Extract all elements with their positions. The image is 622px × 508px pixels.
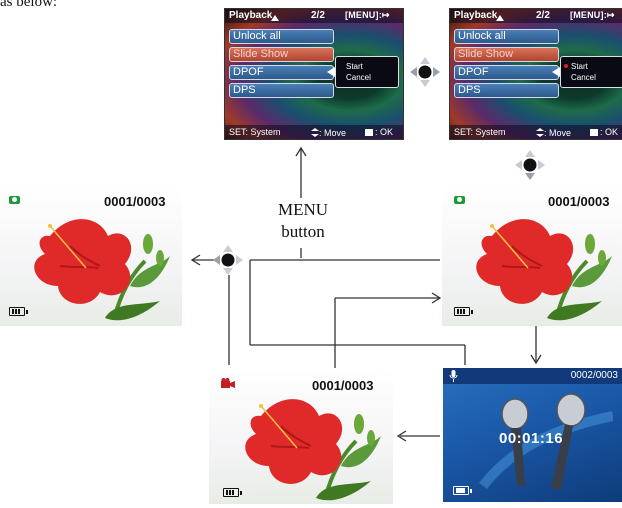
nav-pad-down-icon — [515, 150, 545, 180]
up-arrow-icon — [496, 15, 504, 21]
submenu-box: Start Cancel — [335, 56, 399, 88]
voice-counter: 0002/0003 — [570, 370, 618, 381]
ok-button-icon — [365, 129, 373, 136]
submenu-box: Start Cancel — [560, 56, 622, 88]
hibiscus-photo — [34, 219, 170, 321]
photo-screen-bottom: 0001/0003 — [209, 368, 393, 504]
submenu-cancel[interactable]: Cancel — [571, 73, 596, 82]
caption-line-2: button — [281, 222, 325, 241]
battery-icon — [453, 486, 472, 495]
menu-bottombar: SET: System : Move : OK — [225, 125, 403, 139]
menu-title: Playback — [454, 10, 498, 21]
microphones-graphic — [479, 393, 613, 490]
selected-dot-icon — [564, 64, 568, 68]
recording-timer: 00:01:16 — [499, 430, 564, 447]
menu-item-slide-show[interactable]: Slide Show — [454, 47, 559, 62]
photo-screen-right: 0001/0003 — [442, 186, 622, 326]
move-hint: : Move — [536, 127, 571, 138]
menu-item-dpof[interactable]: DPOF — [229, 65, 334, 80]
set-system-label: SET: System — [229, 127, 281, 137]
photo-counter: 0001/0003 — [312, 378, 374, 393]
battery-icon — [9, 307, 28, 316]
up-down-icon — [536, 128, 544, 137]
menu-bottombar: SET: System : Move : OK — [450, 125, 622, 139]
exit-icon: ↦ — [606, 10, 615, 20]
battery-icon — [223, 488, 242, 497]
submenu-cancel[interactable]: Cancel — [346, 73, 371, 82]
up-down-icon — [311, 128, 319, 137]
photo-screen-left: 0001/0003 — [0, 186, 182, 326]
up-arrow-icon — [271, 15, 279, 21]
menu-label: [MENU]:↦ — [570, 10, 615, 20]
header-text: as below: — [0, 0, 58, 10]
ok-button-icon — [590, 129, 598, 136]
camera-icon — [454, 196, 465, 204]
battery-icon — [454, 307, 473, 316]
playback-menu-screen-1: Playback 2/2 [MENU]:↦ Unlock all Slide S… — [224, 8, 404, 140]
video-camera-icon — [221, 378, 235, 388]
photo-counter: 0001/0003 — [548, 194, 610, 209]
ok-hint: : OK — [365, 127, 393, 137]
submenu-start[interactable]: Start — [571, 62, 588, 71]
page-indicator: 2/2 — [536, 10, 550, 21]
menu-title: Playback — [229, 10, 273, 21]
submenu-start[interactable]: Start — [346, 62, 363, 71]
page-indicator: 2/2 — [311, 10, 325, 21]
nav-pad-left-icon — [213, 245, 243, 275]
caption-line-1: MENU — [277, 200, 329, 219]
nav-pad-left-right-icon — [410, 57, 440, 87]
photo-counter: 0001/0003 — [104, 194, 166, 209]
menu-item-slide-show[interactable]: Slide Show — [229, 47, 334, 62]
menu-item-dps[interactable]: DPS — [229, 83, 334, 98]
menu-button-caption: MENU button — [268, 199, 338, 243]
menu-item-dpof[interactable]: DPOF — [454, 65, 559, 80]
submenu-pointer-icon — [327, 67, 335, 77]
hibiscus-photo — [245, 399, 381, 501]
menu-label: [MENU]:↦ — [345, 10, 390, 20]
set-system-label: SET: System — [454, 127, 506, 137]
ok-hint: : OK — [590, 127, 618, 137]
submenu-pointer-icon — [552, 67, 560, 77]
menu-topbar: Playback 2/2 [MENU]:↦ — [450, 9, 622, 23]
microphone-icon — [449, 370, 458, 382]
camera-icon — [9, 196, 20, 204]
move-hint: : Move — [311, 127, 346, 138]
menu-item-unlock-all[interactable]: Unlock all — [454, 29, 559, 44]
exit-icon: ↦ — [381, 10, 390, 20]
voice-recording-screen: 0002/0003 00:01:16 — [443, 368, 622, 502]
menu-topbar: Playback 2/2 [MENU]:↦ — [225, 9, 403, 23]
hibiscus-photo — [476, 219, 612, 321]
voice-topbar — [443, 368, 622, 384]
menu-item-dps[interactable]: DPS — [454, 83, 559, 98]
menu-item-unlock-all[interactable]: Unlock all — [229, 29, 334, 44]
playback-menu-screen-2: Playback 2/2 [MENU]:↦ Unlock all Slide S… — [449, 8, 622, 140]
